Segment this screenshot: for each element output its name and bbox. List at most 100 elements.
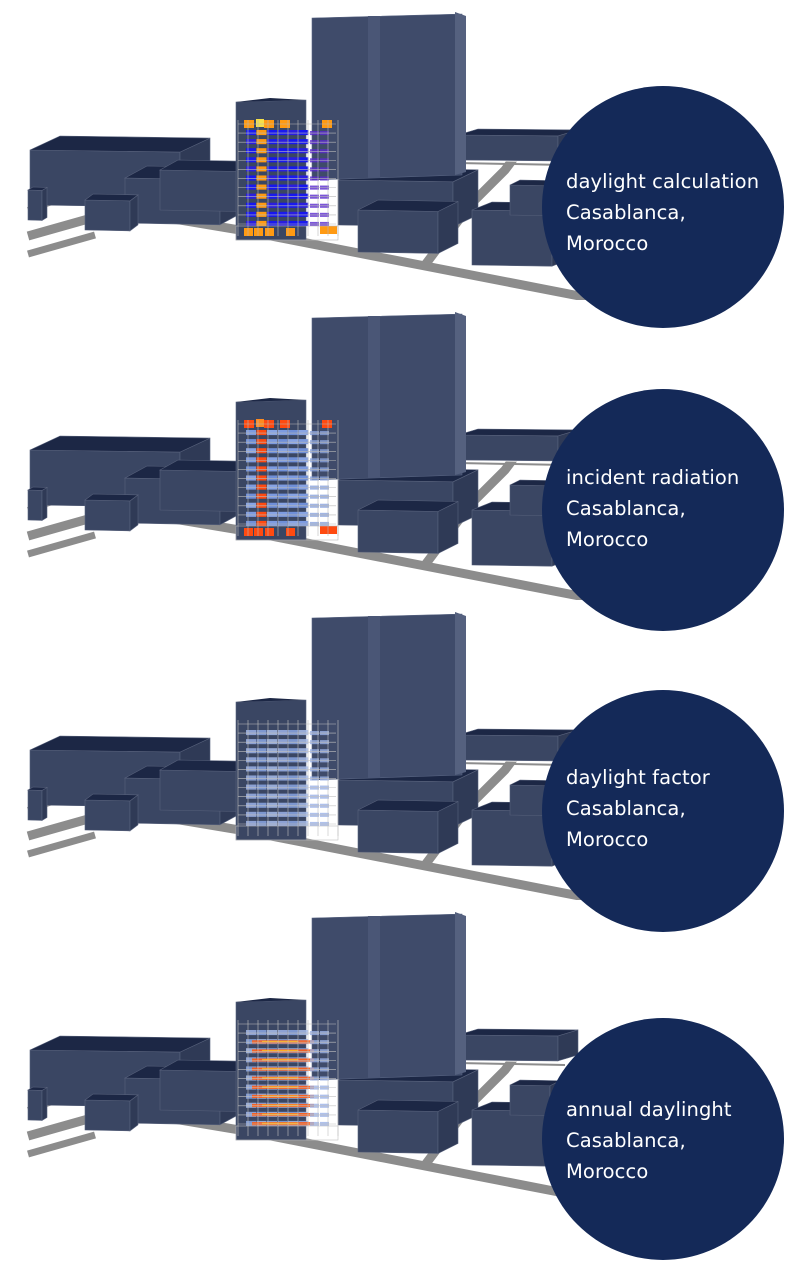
grid-cell (288, 175, 298, 181)
grid-cell (246, 820, 256, 826)
tower (311, 312, 466, 481)
floor-heat-core (262, 1104, 298, 1107)
grid-cell (298, 175, 309, 181)
base-cell (244, 528, 253, 536)
block-west-1-roof (29, 735, 211, 753)
grid-cell (246, 193, 256, 199)
grid-cell (267, 820, 277, 826)
grid-cell (267, 157, 277, 163)
grid-cell (256, 448, 267, 454)
grid-cell (246, 757, 256, 763)
grid-cell (256, 1030, 267, 1036)
country-name: Morocco (566, 828, 649, 851)
grid-cell (267, 175, 277, 181)
analysis-name: daylight calculation (566, 170, 760, 193)
block-east-far-roof (457, 128, 579, 137)
grid-cell (246, 793, 256, 799)
block-east-far-roof (457, 1028, 579, 1037)
grid-cell (267, 193, 277, 199)
grid-cell (277, 439, 288, 445)
label-circle (542, 389, 784, 631)
grid-cell (256, 439, 267, 445)
urban-model-scene (26, 612, 601, 900)
daylight-factor-grid (235, 720, 339, 841)
grid-cell (256, 175, 267, 181)
block-west-edge-roof (26, 1086, 49, 1091)
grid-cell (288, 430, 298, 436)
grid-cell (298, 148, 309, 154)
grid-cell (277, 130, 288, 136)
grid-cell (298, 1030, 309, 1036)
grid-cell (288, 466, 298, 472)
grid-cell (288, 766, 298, 772)
base-cell (286, 228, 295, 236)
grid-cell (298, 193, 309, 199)
tower (311, 12, 466, 181)
grid-cell (298, 811, 309, 817)
grid-cell (288, 502, 298, 508)
block-east-near-front (471, 809, 553, 867)
grid-cell (288, 484, 298, 490)
grid-cell (267, 220, 277, 226)
grid-cell (288, 811, 298, 817)
grid-cell (277, 202, 288, 208)
grid-cell (267, 793, 277, 799)
block-east-near-front (471, 1109, 553, 1167)
grid-cell (298, 511, 309, 517)
grid-cell (256, 484, 267, 490)
block-west-edge-roof (26, 186, 49, 191)
grid-cell (277, 166, 288, 172)
grid-cell (277, 466, 288, 472)
grid-cell (277, 757, 288, 763)
block-small-front (84, 799, 131, 832)
grid-cell (246, 466, 256, 472)
grid-cell (267, 211, 277, 217)
grid-cell (246, 448, 256, 454)
block-east-far-front (457, 1034, 559, 1062)
roof-cell-hot (256, 419, 264, 427)
grid-cell (288, 493, 298, 499)
grid-cell (277, 730, 288, 736)
grid-cell (288, 439, 298, 445)
base-cell (244, 228, 253, 236)
grid-cell (246, 175, 256, 181)
grid-cell (277, 511, 288, 517)
grid-cell (267, 475, 277, 481)
grid-cell (246, 148, 256, 154)
grid-cell (288, 157, 298, 163)
grid-cell (298, 448, 309, 454)
grid-cell (298, 484, 309, 490)
grid-cell (267, 466, 277, 472)
grid-cell (267, 502, 277, 508)
grid-cell (267, 493, 277, 499)
block-west-3-front (159, 169, 241, 212)
grid-cell (256, 157, 267, 163)
base-cell (265, 528, 274, 536)
grid-cell (288, 739, 298, 745)
block-east-far-front (457, 134, 559, 162)
block-west-1-roof (29, 1035, 211, 1053)
block-east-near-front (471, 509, 553, 567)
block-west-3-front (159, 1069, 241, 1112)
grid-cell (246, 1048, 256, 1054)
grid-cell (288, 757, 298, 763)
grid-cell (267, 430, 277, 436)
road-west (27, 231, 96, 258)
base-cell (328, 226, 337, 234)
block-center-south-roof (357, 199, 459, 212)
grid-cell (267, 748, 277, 754)
floor-heat-core (262, 1077, 298, 1079)
wireframe (235, 420, 339, 541)
grid-cell (277, 148, 288, 154)
urban-model-scene (26, 12, 601, 300)
grid-cell (288, 520, 298, 526)
grid-cell (267, 739, 277, 745)
wireframe (235, 1020, 339, 1141)
block-small-front (84, 1099, 131, 1132)
grid-cell (288, 802, 298, 808)
grid-cell (277, 184, 288, 190)
annual-daylight-grid (235, 1020, 339, 1141)
grid-cell (277, 220, 288, 226)
midrise-roof (236, 98, 306, 102)
grid-cell (246, 775, 256, 781)
